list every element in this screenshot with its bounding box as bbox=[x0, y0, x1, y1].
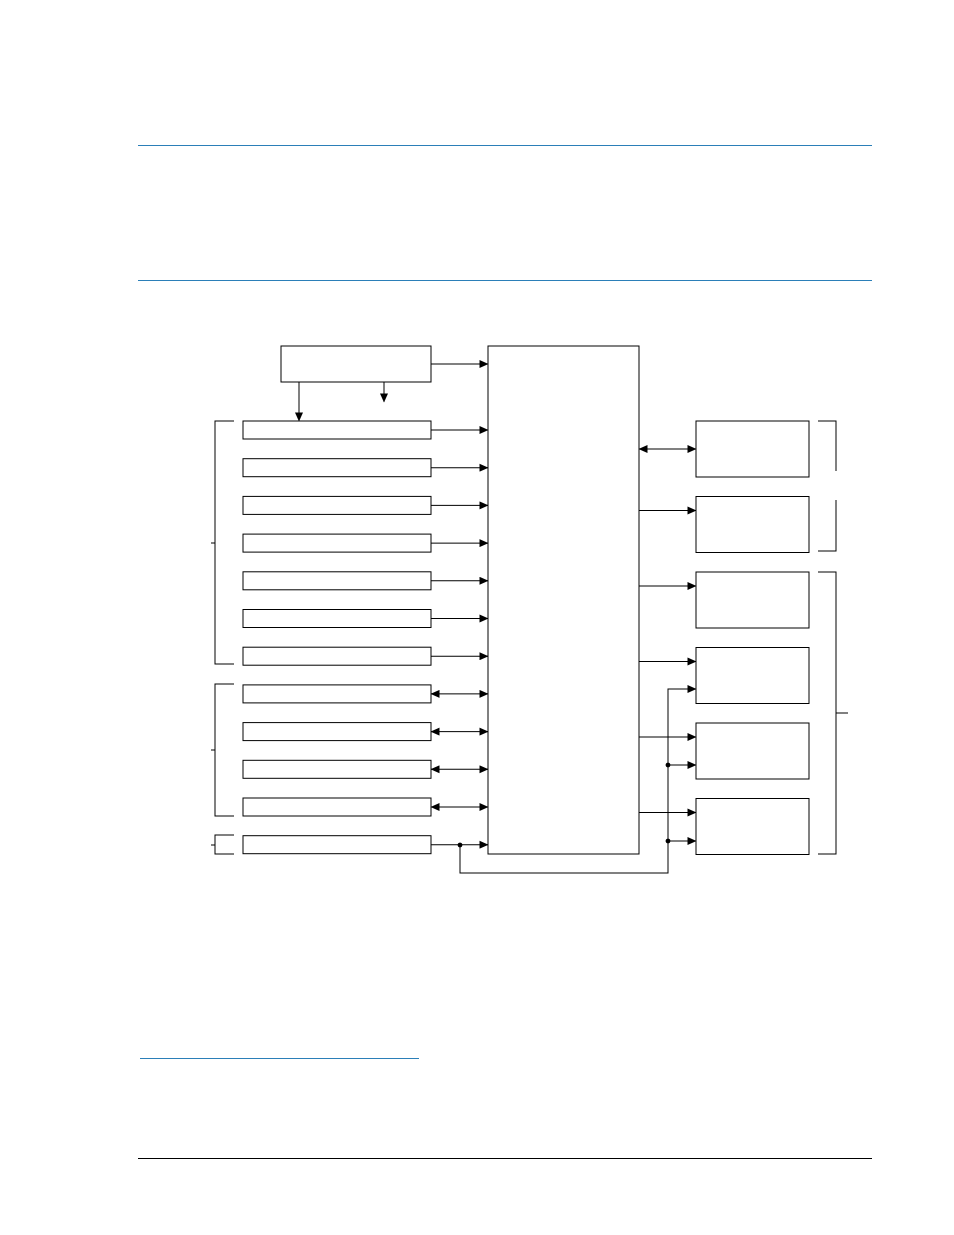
right-block-5 bbox=[695, 722, 810, 780]
left-block-3 bbox=[242, 495, 432, 515]
top-block bbox=[280, 345, 432, 383]
right-block-6 bbox=[695, 798, 810, 855]
right-block-4 bbox=[695, 647, 810, 704]
left-block-9 bbox=[242, 722, 432, 742]
left-block-4 bbox=[242, 533, 432, 553]
left-block-12 bbox=[242, 835, 432, 855]
left-bracket-group-3 bbox=[214, 834, 234, 855]
left-block-1 bbox=[242, 420, 432, 440]
right-bracket-group-2 bbox=[818, 571, 837, 855]
left-block-7 bbox=[242, 646, 432, 666]
right-block-1 bbox=[695, 420, 810, 478]
left-bracket-group-1 bbox=[214, 420, 234, 665]
left-block-5 bbox=[242, 571, 432, 591]
left-block-10 bbox=[242, 759, 432, 779]
junction-dot-3 bbox=[665, 838, 671, 844]
footer-rule bbox=[138, 1158, 872, 1159]
junction-dot-1 bbox=[457, 842, 463, 848]
header-rule-bottom bbox=[138, 280, 872, 281]
left-block-8 bbox=[242, 684, 432, 704]
right-bracket-group-1a bbox=[818, 420, 837, 471]
header-rule-top bbox=[138, 145, 872, 146]
footnote-rule bbox=[140, 1058, 419, 1059]
left-block-2 bbox=[242, 458, 432, 478]
main-block bbox=[487, 345, 640, 855]
left-block-6 bbox=[242, 609, 432, 628]
left-block-11 bbox=[242, 797, 432, 817]
right-bracket-group-1b bbox=[818, 500, 837, 552]
left-bracket-group-2 bbox=[214, 683, 234, 817]
right-block-2 bbox=[695, 496, 810, 553]
feedback-line bbox=[459, 685, 697, 874]
right-block-3 bbox=[695, 571, 810, 629]
junction-dot-2 bbox=[665, 762, 671, 768]
